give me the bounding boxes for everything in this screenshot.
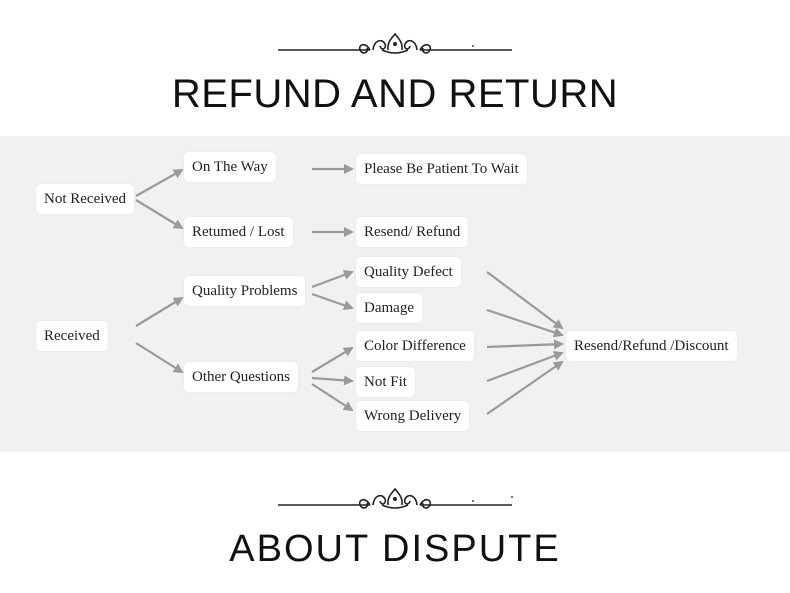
- node-not-received: Not Received: [36, 184, 135, 214]
- arrow-color-difference-to-resend: [486, 339, 564, 350]
- node-damage: Damage: [356, 293, 422, 323]
- arrow-other-questions-to-wrong-delivery: [311, 383, 354, 412]
- arrow-quality-problems-to-damage: [311, 292, 354, 311]
- node-please-wait: Please Be Patient To Wait: [356, 154, 527, 184]
- node-quality-defect: Quality Defect: [356, 257, 461, 287]
- node-received: Received: [36, 321, 108, 351]
- node-resend-refund: Resend/ Refund: [356, 217, 469, 247]
- arrow-received-to-quality-problems: [135, 296, 184, 327]
- arrow-other-questions-to-not-fit: [311, 375, 354, 386]
- arrow-not-received-to-on-the-way: [135, 169, 184, 197]
- node-color-difference: Color Difference: [356, 331, 474, 361]
- arrow-wrong-delivery-to-resend: [486, 360, 564, 415]
- node-on-the-way: On The Way: [184, 152, 276, 182]
- title-about-dispute: ABOUT DISPUTE: [229, 528, 561, 570]
- arrow-damage-to-resend: [486, 308, 564, 338]
- arrow-received-to-other-questions: [135, 342, 184, 374]
- ornament-divider-top: [278, 32, 512, 54]
- node-resend-refund-discount: Resend/Refund /Discount: [566, 331, 737, 361]
- node-wrong-delivery: Wrong Delivery: [356, 401, 470, 431]
- arrow-quality-problems-to-quality-defect: [311, 270, 354, 289]
- node-not-fit: Not Fit: [356, 367, 415, 397]
- arrow-not-received-to-returned-lost: [135, 199, 184, 230]
- title-refund-and-return: REFUND AND RETURN: [171, 72, 619, 116]
- ornament-divider-bottom: [278, 487, 513, 509]
- node-other-questions: Other Questions: [184, 362, 298, 392]
- node-returned-lost: Retumed / Lost: [184, 217, 293, 247]
- node-quality-problems: Quality Problems: [184, 276, 306, 306]
- arrow-other-questions-to-color-difference: [311, 346, 354, 373]
- arrow-not-fit-to-resend: [486, 351, 564, 383]
- arrow-quality-defect-to-resend: [486, 271, 564, 330]
